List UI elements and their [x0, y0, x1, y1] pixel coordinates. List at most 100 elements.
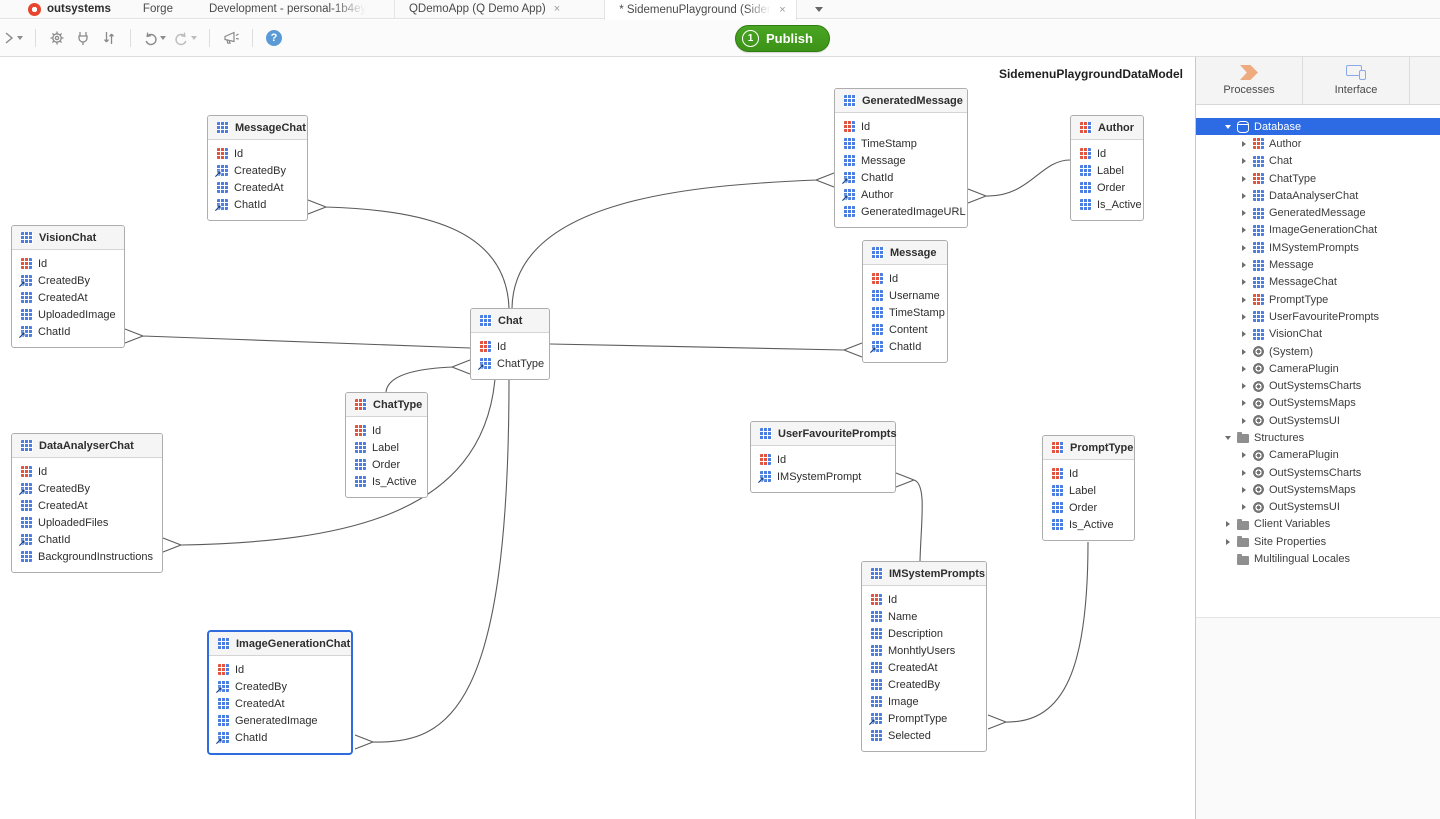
entity-header[interactable]: PromptType: [1043, 436, 1134, 460]
tree-item-multilingual-locales[interactable]: Multilingual Locales: [1196, 550, 1440, 567]
entity-chat[interactable]: ChatIdChatType: [470, 308, 550, 380]
merge-compare-button[interactable]: [97, 25, 121, 51]
feedback-megaphone-button[interactable]: [219, 25, 243, 51]
attribute-row[interactable]: BackgroundInstructions: [21, 548, 153, 565]
attribute-row[interactable]: TimeStamp: [844, 135, 958, 152]
tab-qdemoapp[interactable]: QDemoApp (Q Demo App) ×: [393, 0, 570, 19]
attribute-row[interactable]: MonhtlyUsers: [871, 642, 977, 659]
chevron-down-icon[interactable]: [1222, 124, 1234, 129]
help-button[interactable]: ?: [262, 25, 286, 51]
entity-header[interactable]: UserFavouritePrompts: [751, 422, 897, 446]
tree-item-userfavouriteprompts[interactable]: UserFavouritePrompts: [1196, 308, 1440, 325]
attribute-row[interactable]: Is_Active: [1080, 196, 1142, 213]
tree-item--system-[interactable]: (System): [1196, 343, 1440, 360]
attribute-row[interactable]: Description: [871, 625, 977, 642]
attribute-row[interactable]: Order: [1080, 179, 1134, 196]
chevron-right-icon[interactable]: [1238, 417, 1250, 424]
tree-item-outsystemsui[interactable]: OutSystemsUI: [1196, 412, 1440, 429]
entity-header[interactable]: GeneratedMessage: [835, 89, 967, 113]
chevron-right-icon[interactable]: [1238, 365, 1250, 372]
attribute-row[interactable]: CreatedBy: [871, 676, 977, 693]
entity-messagechat[interactable]: MessageChatIdCreatedByCreatedAtChatId: [207, 115, 308, 221]
entity-header[interactable]: Author: [1071, 116, 1143, 140]
attribute-row[interactable]: UploadedImage: [21, 306, 116, 323]
relation-generatedmessage-chatid[interactable]: [511, 172, 835, 309]
chevron-right-icon[interactable]: [1238, 504, 1250, 511]
entity-header[interactable]: VisionChat: [12, 226, 124, 250]
attribute-row[interactable]: ChatId: [215, 729, 342, 748]
attribute-row[interactable]: CreatedAt: [21, 497, 153, 514]
chevron-right-icon[interactable]: [1238, 210, 1250, 217]
publish-button[interactable]: 1 Publish: [735, 25, 830, 52]
attribute-row[interactable]: Id: [844, 118, 958, 135]
entity-header[interactable]: ChatType: [346, 393, 427, 417]
chevron-right-icon[interactable]: [1238, 140, 1250, 147]
relation-generatedmessage-author[interactable]: [967, 159, 1071, 204]
attribute-row[interactable]: Id: [21, 463, 153, 480]
outsystems-brand[interactable]: outsystems: [0, 2, 125, 16]
entity-header[interactable]: Chat: [471, 309, 549, 333]
attribute-row[interactable]: CreatedAt: [217, 179, 298, 196]
attribute-row[interactable]: CreatedBy: [215, 678, 342, 697]
attribute-row[interactable]: Label: [1080, 162, 1134, 179]
close-icon[interactable]: ×: [779, 3, 786, 16]
tree-item-cameraplugin[interactable]: CameraPlugin: [1196, 447, 1440, 464]
attribute-row[interactable]: Id: [1080, 145, 1134, 162]
tab-sidemenuplayground[interactable]: * SidemenuPlayground (Sidemenu P ×: [604, 0, 797, 20]
attribute-row[interactable]: ChatId: [214, 196, 298, 215]
tree-item-cameraplugin[interactable]: CameraPlugin: [1196, 360, 1440, 377]
chevron-right-icon[interactable]: [1238, 313, 1250, 320]
tree-item-imsystemprompts[interactable]: IMSystemPrompts: [1196, 239, 1440, 256]
chevron-right-icon[interactable]: [1238, 262, 1250, 269]
tree-item-chat[interactable]: Chat: [1196, 153, 1440, 170]
tree-item-messagechat[interactable]: MessageChat: [1196, 274, 1440, 291]
entity-dataanalyserchat[interactable]: DataAnalyserChatIdCreatedByCreatedAtUplo…: [11, 433, 163, 573]
tree-item-generatedmessage[interactable]: GeneratedMessage: [1196, 204, 1440, 221]
tree-item-client-variables[interactable]: Client Variables: [1196, 516, 1440, 533]
tree-item-message[interactable]: Message: [1196, 256, 1440, 273]
entity-header[interactable]: IMSystemPrompts: [862, 562, 986, 586]
chevron-right-icon[interactable]: [1238, 244, 1250, 251]
attribute-row[interactable]: IMSystemPrompt: [757, 468, 886, 487]
attribute-row[interactable]: ChatId: [18, 531, 153, 550]
attribute-row[interactable]: Message: [844, 152, 958, 169]
attribute-row[interactable]: Id: [871, 591, 977, 608]
menu-environment[interactable]: Development - personal-1b4eyzz5.outs: [191, 3, 366, 15]
attribute-row[interactable]: Image: [871, 693, 977, 710]
attribute-row[interactable]: ChatType: [477, 355, 544, 374]
entity-userfavouriteprompts[interactable]: UserFavouritePromptsIdIMSystemPrompt: [750, 421, 897, 493]
tree-item-chattype[interactable]: ChatType: [1196, 170, 1440, 187]
chevron-right-icon[interactable]: [1238, 175, 1250, 182]
attribute-row[interactable]: CreatedAt: [871, 659, 977, 676]
attribute-row[interactable]: GeneratedImage: [218, 712, 342, 729]
chevron-right-icon[interactable]: [1238, 296, 1250, 303]
chevron-right-icon[interactable]: [1222, 521, 1234, 528]
attribute-row[interactable]: UploadedFiles: [21, 514, 153, 531]
attribute-row[interactable]: Selected: [871, 727, 977, 744]
attribute-row[interactable]: Label: [1052, 482, 1125, 499]
attribute-row[interactable]: CreatedBy: [214, 162, 298, 181]
tab-list-dropdown-icon[interactable]: [814, 6, 823, 12]
attribute-row[interactable]: ChatId: [18, 323, 115, 342]
tree-item-outsystemsmaps[interactable]: OutSystemsMaps: [1196, 481, 1440, 498]
chevron-right-icon[interactable]: [1222, 538, 1234, 545]
relation-messagechat-chatid[interactable]: [307, 199, 510, 309]
chevron-right-icon[interactable]: [1238, 348, 1250, 355]
entity-message[interactable]: MessageIdUsernameTimeStampContentChatId: [862, 240, 948, 363]
chevron-right-icon[interactable]: [1238, 279, 1250, 286]
relation-imagegenerationchat-chatid[interactable]: [354, 378, 510, 750]
run-debug-button[interactable]: [0, 25, 26, 51]
close-icon[interactable]: ×: [553, 3, 561, 15]
chevron-right-icon[interactable]: [1238, 158, 1250, 165]
tree-item-prompttype[interactable]: PromptType: [1196, 291, 1440, 308]
relation-dataanalyserchat-chatid[interactable]: [162, 378, 496, 553]
entity-imagegenerationchat[interactable]: ImageGenerationChatIdCreatedByCreatedAtG…: [207, 630, 353, 755]
tree-item-author[interactable]: Author: [1196, 135, 1440, 152]
attribute-row[interactable]: Id: [760, 451, 886, 468]
entity-header[interactable]: DataAnalyserChat: [12, 434, 162, 458]
attribute-row[interactable]: CreatedAt: [218, 695, 342, 712]
attribute-row[interactable]: Is_Active: [355, 473, 418, 490]
